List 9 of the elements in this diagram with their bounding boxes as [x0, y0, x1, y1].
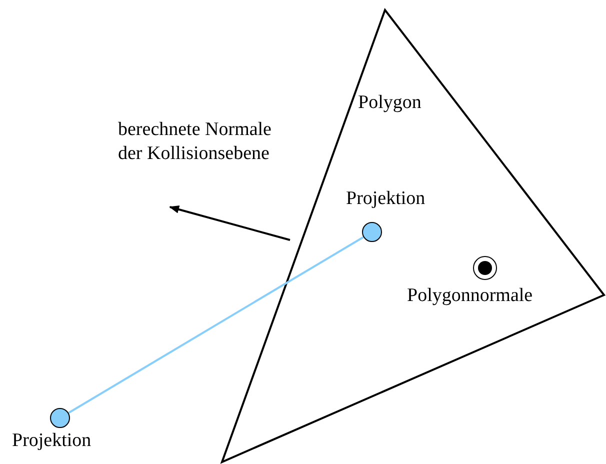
connector-line — [68, 236, 364, 414]
point-label: Projektion — [12, 430, 92, 452]
point-label: Projektion — [346, 188, 426, 210]
normal-label: berechnete Normale der Kollisionsebene — [118, 118, 272, 166]
point-label: Polygonnormale — [407, 285, 533, 307]
normal-symbol — [473, 256, 497, 280]
projection-point — [50, 408, 70, 428]
projection-point — [362, 222, 382, 242]
polygon-label: Polygon — [358, 92, 422, 114]
